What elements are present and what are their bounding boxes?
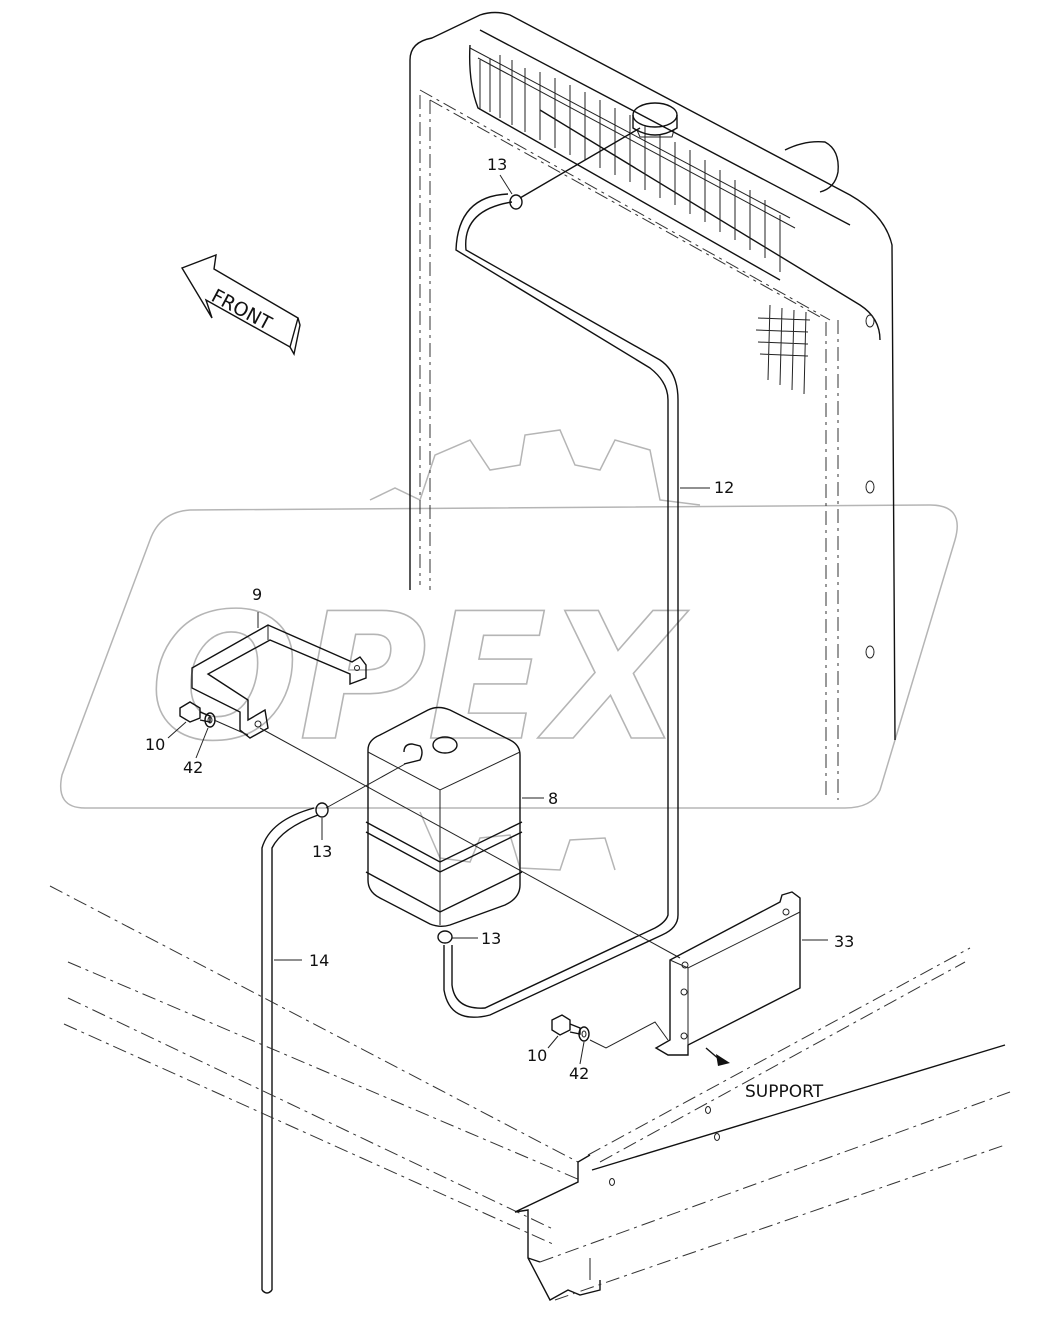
label-42-right: 42	[569, 1064, 589, 1083]
hose-14	[261, 807, 319, 1294]
radiator	[409, 11, 896, 800]
label-10-left: 10	[145, 735, 165, 754]
opex-watermark: OPEX	[60, 429, 958, 871]
radiator-cap	[632, 102, 678, 138]
front-label: FRONT	[208, 285, 276, 335]
expansion-tank-8	[325, 706, 544, 927]
label-9: 9	[252, 585, 262, 604]
label-13-tank-left: 13	[312, 842, 332, 861]
label-42-left: 42	[183, 758, 203, 777]
label-33: 33	[834, 932, 854, 951]
bolt-10-right	[547, 1014, 581, 1049]
radiator-fins	[469, 47, 796, 272]
hose-12	[443, 127, 710, 1018]
clamp-13-top	[499, 174, 523, 210]
label-14: 14	[309, 951, 329, 970]
washer-42-right	[578, 1021, 669, 1065]
radiator-grid	[755, 304, 811, 395]
label-8: 8	[548, 789, 558, 808]
washer-42-left	[195, 712, 249, 759]
label-10-right: 10	[527, 1046, 547, 1065]
label-13-tank-bottom: 13	[481, 929, 501, 948]
clamp-13-tank-left	[315, 802, 329, 840]
clamp-13-tank-bottom	[437, 930, 478, 944]
chassis-frame	[49, 885, 1011, 1301]
front-arrow: FRONT	[180, 253, 301, 356]
plate-33	[654, 891, 828, 1066]
watermark-text: OPEX	[150, 577, 690, 780]
label-13-top: 13	[487, 155, 507, 174]
label-12: 12	[714, 478, 734, 497]
bracket-9	[191, 612, 681, 959]
support-label: SUPPORT	[745, 1082, 824, 1102]
